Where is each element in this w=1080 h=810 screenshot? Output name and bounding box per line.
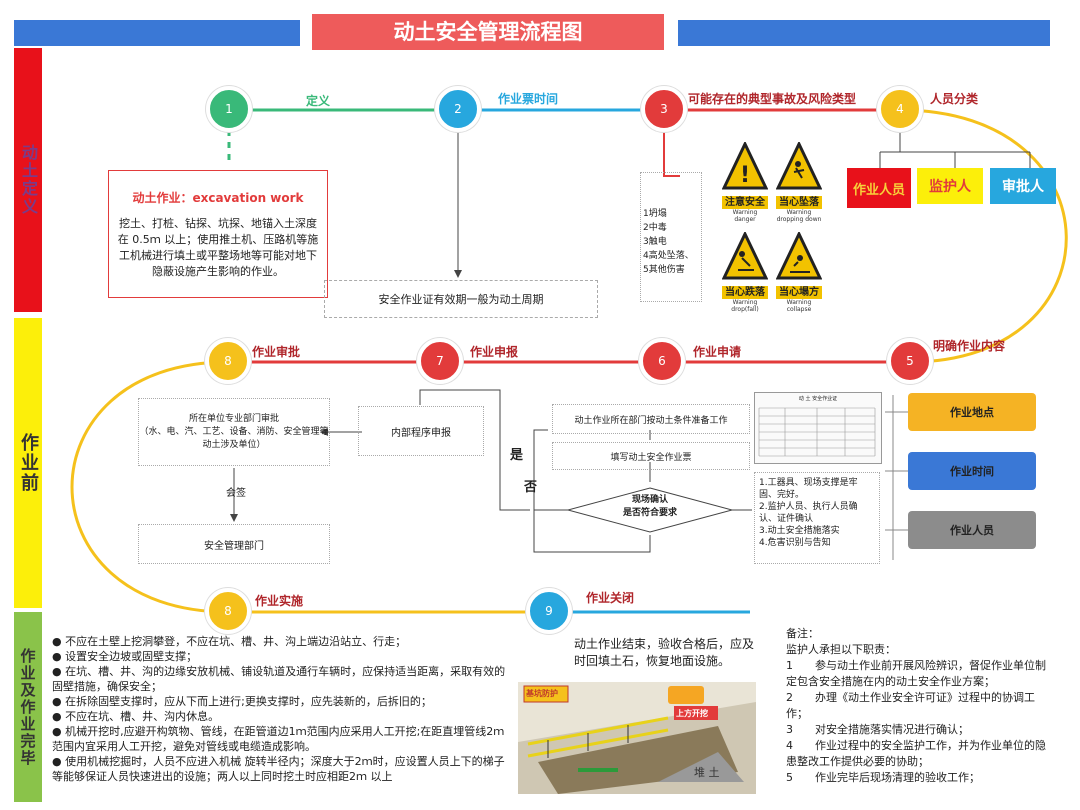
header-bar-left — [14, 20, 300, 46]
list-item: ● 设置安全边坡或固壁支撑； — [52, 650, 198, 663]
illustration-sign-2: 上方开挖 — [676, 709, 708, 718]
illustration-sign-1: 基坑防护 — [526, 689, 558, 698]
step-label-6: 作业申请 — [693, 345, 742, 359]
risk-item: 1坍塌 — [643, 209, 667, 219]
step-label-8a: 作业审批 — [252, 345, 301, 359]
step-node-5: 5 — [887, 338, 933, 384]
list-item: ● 机械开挖时,应避开构筑物、管线，在距管道边1ｍ范围内应采用人工开挖;在距直埋… — [52, 725, 505, 753]
note-line: 3 对安全措施落实情况进行确认； — [786, 723, 969, 736]
notes-panel: 备注： 监护人承担以下职责： 1 参与动土作业前开展风险辨识，督促作业单位制定包… — [786, 626, 1056, 786]
content-pill-personnel: 作业人员 — [908, 511, 1036, 549]
note-line: 2 办理《动土作业安全许可证》过程中的协调工作； — [786, 691, 1035, 720]
role-supervisor: 监护人 — [917, 168, 983, 204]
note-line: 备注： — [786, 627, 819, 640]
internal-declare-box: 内部程序申报 — [358, 406, 484, 456]
step-node-6: 6 — [639, 338, 685, 384]
note-line: 1 参与动土作业前开展风险辨识，督促作业单位制定包含安全措施在内的动土安全作业方… — [786, 659, 1046, 688]
note-line: 5 作业完毕后现场清理的验收工作； — [786, 771, 980, 784]
illustration-block: 堆 土 — [694, 766, 720, 779]
side-section-before: 作业前 — [14, 318, 42, 608]
site-check-decision: 现场确认 是否符合要求 — [622, 495, 677, 518]
countersign-label: 会签 — [226, 488, 246, 499]
side-section-definition: 动土定义 — [14, 48, 42, 312]
step-label-5: 明确作业内容 — [933, 339, 1006, 353]
risk-list: 1坍塌 2中毒 3触电 4高处坠落、 5其他伤害 — [640, 172, 702, 302]
content-pill-location: 作业地点 — [908, 393, 1036, 431]
step-label-9: 作业关闭 — [586, 591, 635, 605]
list-item: ● 使用机械挖掘时，人员不应进入机械 旋转半径内；深度大于2ｍ时，应设置人员上下… — [52, 755, 505, 783]
decision-yes: 是 — [510, 448, 524, 463]
svg-text:!: ! — [740, 163, 750, 188]
list-item: ● 在坑、槽、井、沟的边缘安放机械、铺设轨道及通行车辆时，应保持适当距离，采取有… — [52, 665, 506, 693]
list-item: ● 不应在土壁上挖洞攀登，不应在坑、槽、井、沟上端边沿站立、行走； — [52, 635, 407, 648]
page-title: 动土安全管理流程图 — [312, 14, 664, 50]
collapse-icon — [775, 230, 823, 280]
step-node-9: 9 — [526, 588, 572, 634]
approval-dept-box: 所在单位专业部门审批 （水、电、汽、工艺、设备、消防、安全管理等动土涉及单位） — [138, 398, 330, 466]
closure-text: 动土作业结束，验收合格后，应及时回填土石，恢复地面设施。 — [574, 637, 755, 668]
implementation-list: ● 不应在土壁上挖洞攀登，不应在坑、槽、井、沟上端边沿站立、行走； ● 设置安全… — [52, 634, 510, 784]
risk-item: 5其他伤害 — [643, 265, 685, 275]
fill-form-box: 填写动土安全作业票 — [552, 442, 750, 470]
step-label-1: 定义 — [306, 94, 331, 108]
risk-item: 4高处坠落、 — [643, 251, 694, 261]
check-items-box: 1.工器具、现场支撑是牢固、完好。 2.监护人员、执行人员确认、证件确认 3.动… — [754, 472, 880, 564]
content-pill-time: 作业时间 — [908, 452, 1036, 490]
step-node-3: 3 — [641, 86, 687, 132]
step-label-3: 可能存在的典型事故及风险类型 — [688, 92, 857, 106]
role-operator: 作业人员 — [847, 168, 911, 208]
note-line: 监护人承担以下职责： — [786, 643, 896, 656]
validity-box: 安全作业证有效期一般为动土周期 — [324, 280, 598, 318]
permit-form-thumbnail: 动 土 安全作业证 — [754, 392, 882, 464]
step-node-1: 1 — [206, 86, 252, 132]
check-item: 3.动土安全措施落实 — [759, 526, 840, 536]
side-section-during: 作业及作业完毕 — [14, 612, 42, 802]
excavation-scene-icon — [518, 685, 756, 794]
header-bar-right — [678, 20, 1050, 46]
step-label-4: 人员分类 — [930, 92, 979, 106]
slipping-person-icon — [721, 230, 769, 280]
prepare-box: 动土作业所在部门按动土条件准备工作 — [552, 404, 750, 434]
step-label-8b: 作业实施 — [255, 594, 304, 608]
warning-triangle-icon: ! — [721, 140, 769, 190]
decision-no: 否 — [524, 480, 538, 495]
definition-heading: 动土作业：excavation work — [132, 191, 304, 205]
step-label-7: 作业申报 — [470, 345, 519, 359]
step-node-8b: 8 — [205, 588, 251, 634]
step-node-7: 7 — [417, 338, 463, 384]
form-grid-icon — [758, 407, 876, 457]
definition-body: 挖土、打桩、钻探、坑探、地锚入土深度在 0.5ｍ 以上；使用推土机、压路机等施工… — [117, 217, 319, 278]
note-line: 4 作业过程中的安全监护工作，并为作业单位的隐患整改工作提供必要的协助； — [786, 739, 1046, 768]
step-label-2: 作业票时间 — [498, 92, 559, 106]
list-item: ● 不应在坑、槽、井、沟内休息。 — [52, 710, 220, 723]
risk-item: 3触电 — [643, 237, 667, 247]
risk-item: 2中毒 — [643, 223, 667, 233]
check-item: 1.工器具、现场支撑是牢固、完好。 — [759, 478, 858, 500]
check-item: 2.监护人员、执行人员确认、证件确认 — [759, 502, 858, 524]
safety-dept-box: 安全管理部门 — [138, 524, 330, 564]
excavation-illustration: 基坑防护 上方开挖 堆 土 — [518, 682, 756, 794]
step-node-2: 2 — [435, 86, 481, 132]
check-item: 4.危害识别与告知 — [759, 538, 831, 548]
role-approver: 审批人 — [990, 168, 1056, 204]
falling-person-icon — [775, 140, 823, 190]
list-item: ● 在拆除固壁支撑时，应从下而上进行;更换支撑时，应先装新的，后拆旧的； — [52, 695, 432, 708]
definition-box: 动土作业：excavation work 挖土、打桩、钻探、坑探、地锚入土深度在… — [108, 170, 328, 298]
step-node-8a: 8 — [205, 338, 251, 384]
step-node-4: 4 — [877, 86, 923, 132]
